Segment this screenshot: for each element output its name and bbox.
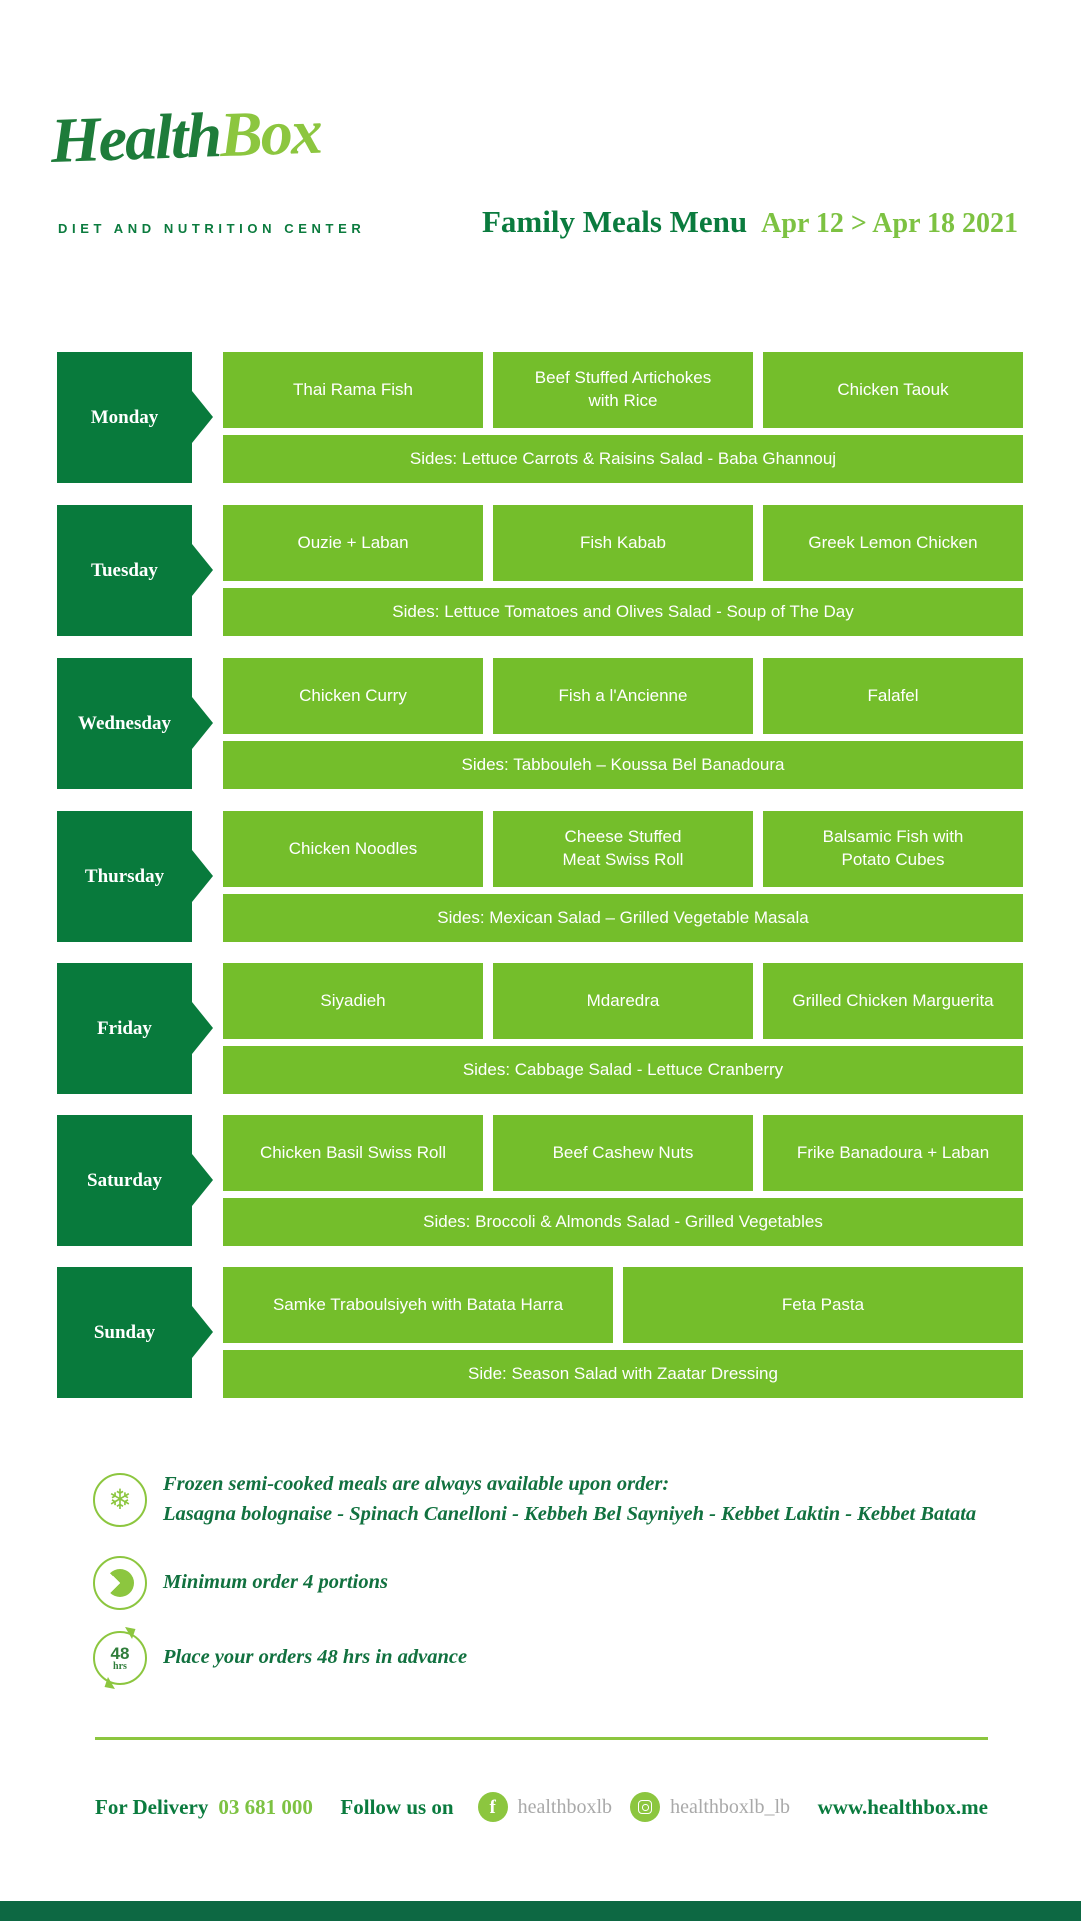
day-arrow-icon — [192, 1306, 213, 1358]
facebook-handle[interactable]: healthboxlb — [517, 1795, 613, 1818]
day-label: Wednesday — [57, 658, 192, 789]
pie-glyph — [100, 1563, 140, 1603]
footer-bar: For Delivery 03 681 000 Follow us on f h… — [95, 1792, 988, 1822]
instagram-handle[interactable]: healthboxlb_lb — [670, 1795, 791, 1818]
snowflake-icon: ❄ — [93, 1472, 147, 1527]
page-title: Family Meals Menu — [481, 204, 748, 239]
day-row-tuesday: Tuesday Ouzie + Laban Fish Kabab Greek L… — [57, 505, 1023, 636]
note-minimum-order: Minimum order 4 portions — [93, 1556, 388, 1610]
day-arrow-icon — [192, 1154, 213, 1206]
note-text: Place your orders 48 hrs in advance — [163, 1646, 468, 1669]
day-arrow-icon — [192, 850, 213, 902]
day-label: Friday — [57, 963, 192, 1094]
meal-card: Thai Rama Fish — [223, 352, 483, 428]
meal-card: Siyadieh — [223, 963, 483, 1039]
meal-card: Beef Stuffed Artichokes with Rice — [493, 352, 753, 428]
delivery-phone[interactable]: 03 681 000 — [218, 1794, 313, 1819]
instagram-glyph — [638, 1800, 653, 1814]
delivery-info: For Delivery 03 681 000 — [95, 1795, 313, 1820]
facebook-letter: f — [489, 1796, 496, 1818]
day-label: Tuesday — [57, 505, 192, 636]
logo-box-text: Box — [218, 95, 322, 171]
note-48hrs: 48 hrs Place your orders 48 hrs in advan… — [93, 1622, 468, 1694]
sides-bar: Sides: Tabbouleh – Koussa Bel Banadoura — [223, 741, 1023, 789]
day-arrow-icon — [192, 697, 213, 749]
facebook-icon[interactable]: f — [477, 1792, 508, 1822]
day-row-monday: Monday Thai Rama Fish Beef Stuffed Artic… — [57, 352, 1023, 483]
meal-card: Chicken Basil Swiss Roll — [223, 1115, 483, 1191]
meal-card: Mdaredra — [493, 963, 753, 1039]
day-label: Sunday — [57, 1267, 192, 1398]
footer-divider — [95, 1737, 988, 1740]
delivery-label: For Delivery — [95, 1794, 209, 1819]
meal-card: Chicken Taouk — [763, 352, 1023, 428]
sides-bar: Sides: Mexican Salad – Grilled Vegetable… — [223, 894, 1023, 942]
day-label: Thursday — [57, 811, 192, 942]
48hrs-cycle-icon: 48 hrs — [93, 1622, 147, 1694]
sides-bar: Sides: Lettuce Carrots & Raisins Salad -… — [223, 435, 1023, 483]
menu-title-row: Family Meals Menu Apr 12 > Apr 18 2021 — [440, 204, 1018, 240]
meal-card: Samke Traboulsiyeh with Batata Harra — [223, 1267, 613, 1343]
day-label: Saturday — [57, 1115, 192, 1246]
meal-card: Beef Cashew Nuts — [493, 1115, 753, 1191]
meal-card: Fish a l'Ancienne — [493, 658, 753, 734]
note-text: Frozen semi-cooked meals are always avai… — [163, 1470, 976, 1529]
meal-card: Balsamic Fish with Potato Cubes — [763, 811, 1023, 887]
website-group: www.healthbox.me — [818, 1795, 988, 1820]
healthbox-logo: HealthBox — [49, 95, 321, 178]
logo-health-text: Health — [49, 99, 222, 177]
bottom-color-bar — [0, 1901, 1081, 1921]
meal-card: Chicken Noodles — [223, 811, 483, 887]
badge-unit: hrs — [113, 1660, 127, 1672]
date-range: Apr 12 > Apr 18 2021 — [761, 208, 1018, 239]
day-row-sunday: Sunday Samke Traboulsiyeh with Batata Ha… — [57, 1267, 1023, 1398]
website-link[interactable]: www.healthbox.me — [817, 1794, 988, 1819]
sides-bar: Side: Season Salad with Zaatar Dressing — [223, 1350, 1023, 1398]
sides-bar: Sides: Lettuce Tomatoes and Olives Salad… — [223, 588, 1023, 636]
meal-card: Greek Lemon Chicken — [763, 505, 1023, 581]
day-label: Monday — [57, 352, 192, 483]
day-arrow-icon — [192, 544, 213, 596]
day-row-saturday: Saturday Chicken Basil Swiss Roll Beef C… — [57, 1115, 1023, 1246]
note-frozen-meals: ❄ Frozen semi-cooked meals are always av… — [93, 1470, 976, 1529]
sides-bar: Sides: Cabbage Salad - Lettuce Cranberry — [223, 1046, 1023, 1094]
meal-card: Ouzie + Laban — [223, 505, 483, 581]
note-line: Lasagna bolognaise - Spinach Canelloni -… — [163, 1502, 977, 1525]
social-links: Follow us on f healthboxlb healthboxlb_l… — [340, 1792, 790, 1822]
meal-card: Frike Banadoura + Laban — [763, 1115, 1023, 1191]
sides-bar: Sides: Broccoli & Almonds Salad - Grille… — [223, 1198, 1023, 1246]
meal-card: Falafel — [763, 658, 1023, 734]
meal-card: Chicken Curry — [223, 658, 483, 734]
follow-label: Follow us on — [340, 1794, 454, 1819]
cycle-arrow-icon — [125, 1622, 139, 1640]
day-row-wednesday: Wednesday Chicken Curry Fish a l'Ancienn… — [57, 658, 1023, 789]
day-row-friday: Friday Siyadieh Mdaredra Grilled Chicken… — [57, 963, 1023, 1094]
meal-card: Cheese Stuffed Meat Swiss Roll — [493, 811, 753, 887]
day-row-thursday: Thursday Chicken Noodles Cheese Stuffed … — [57, 811, 1023, 942]
meal-card: Fish Kabab — [493, 505, 753, 581]
meal-card: Feta Pasta — [623, 1267, 1023, 1343]
cycle-arrow-icon — [101, 1676, 115, 1694]
note-line: Frozen semi-cooked meals are always avai… — [163, 1473, 670, 1495]
portion-pie-icon — [93, 1556, 147, 1610]
note-text: Minimum order 4 portions — [163, 1571, 388, 1594]
meal-card: Grilled Chicken Marguerita — [763, 963, 1023, 1039]
day-arrow-icon — [192, 391, 213, 443]
instagram-icon[interactable] — [630, 1792, 661, 1822]
logo-tagline: DIET AND NUTRITION CENTER — [58, 221, 366, 236]
snowflake-glyph: ❄ — [108, 1483, 132, 1515]
badge-number: 48 — [110, 1643, 130, 1663]
day-arrow-icon — [192, 1002, 213, 1054]
